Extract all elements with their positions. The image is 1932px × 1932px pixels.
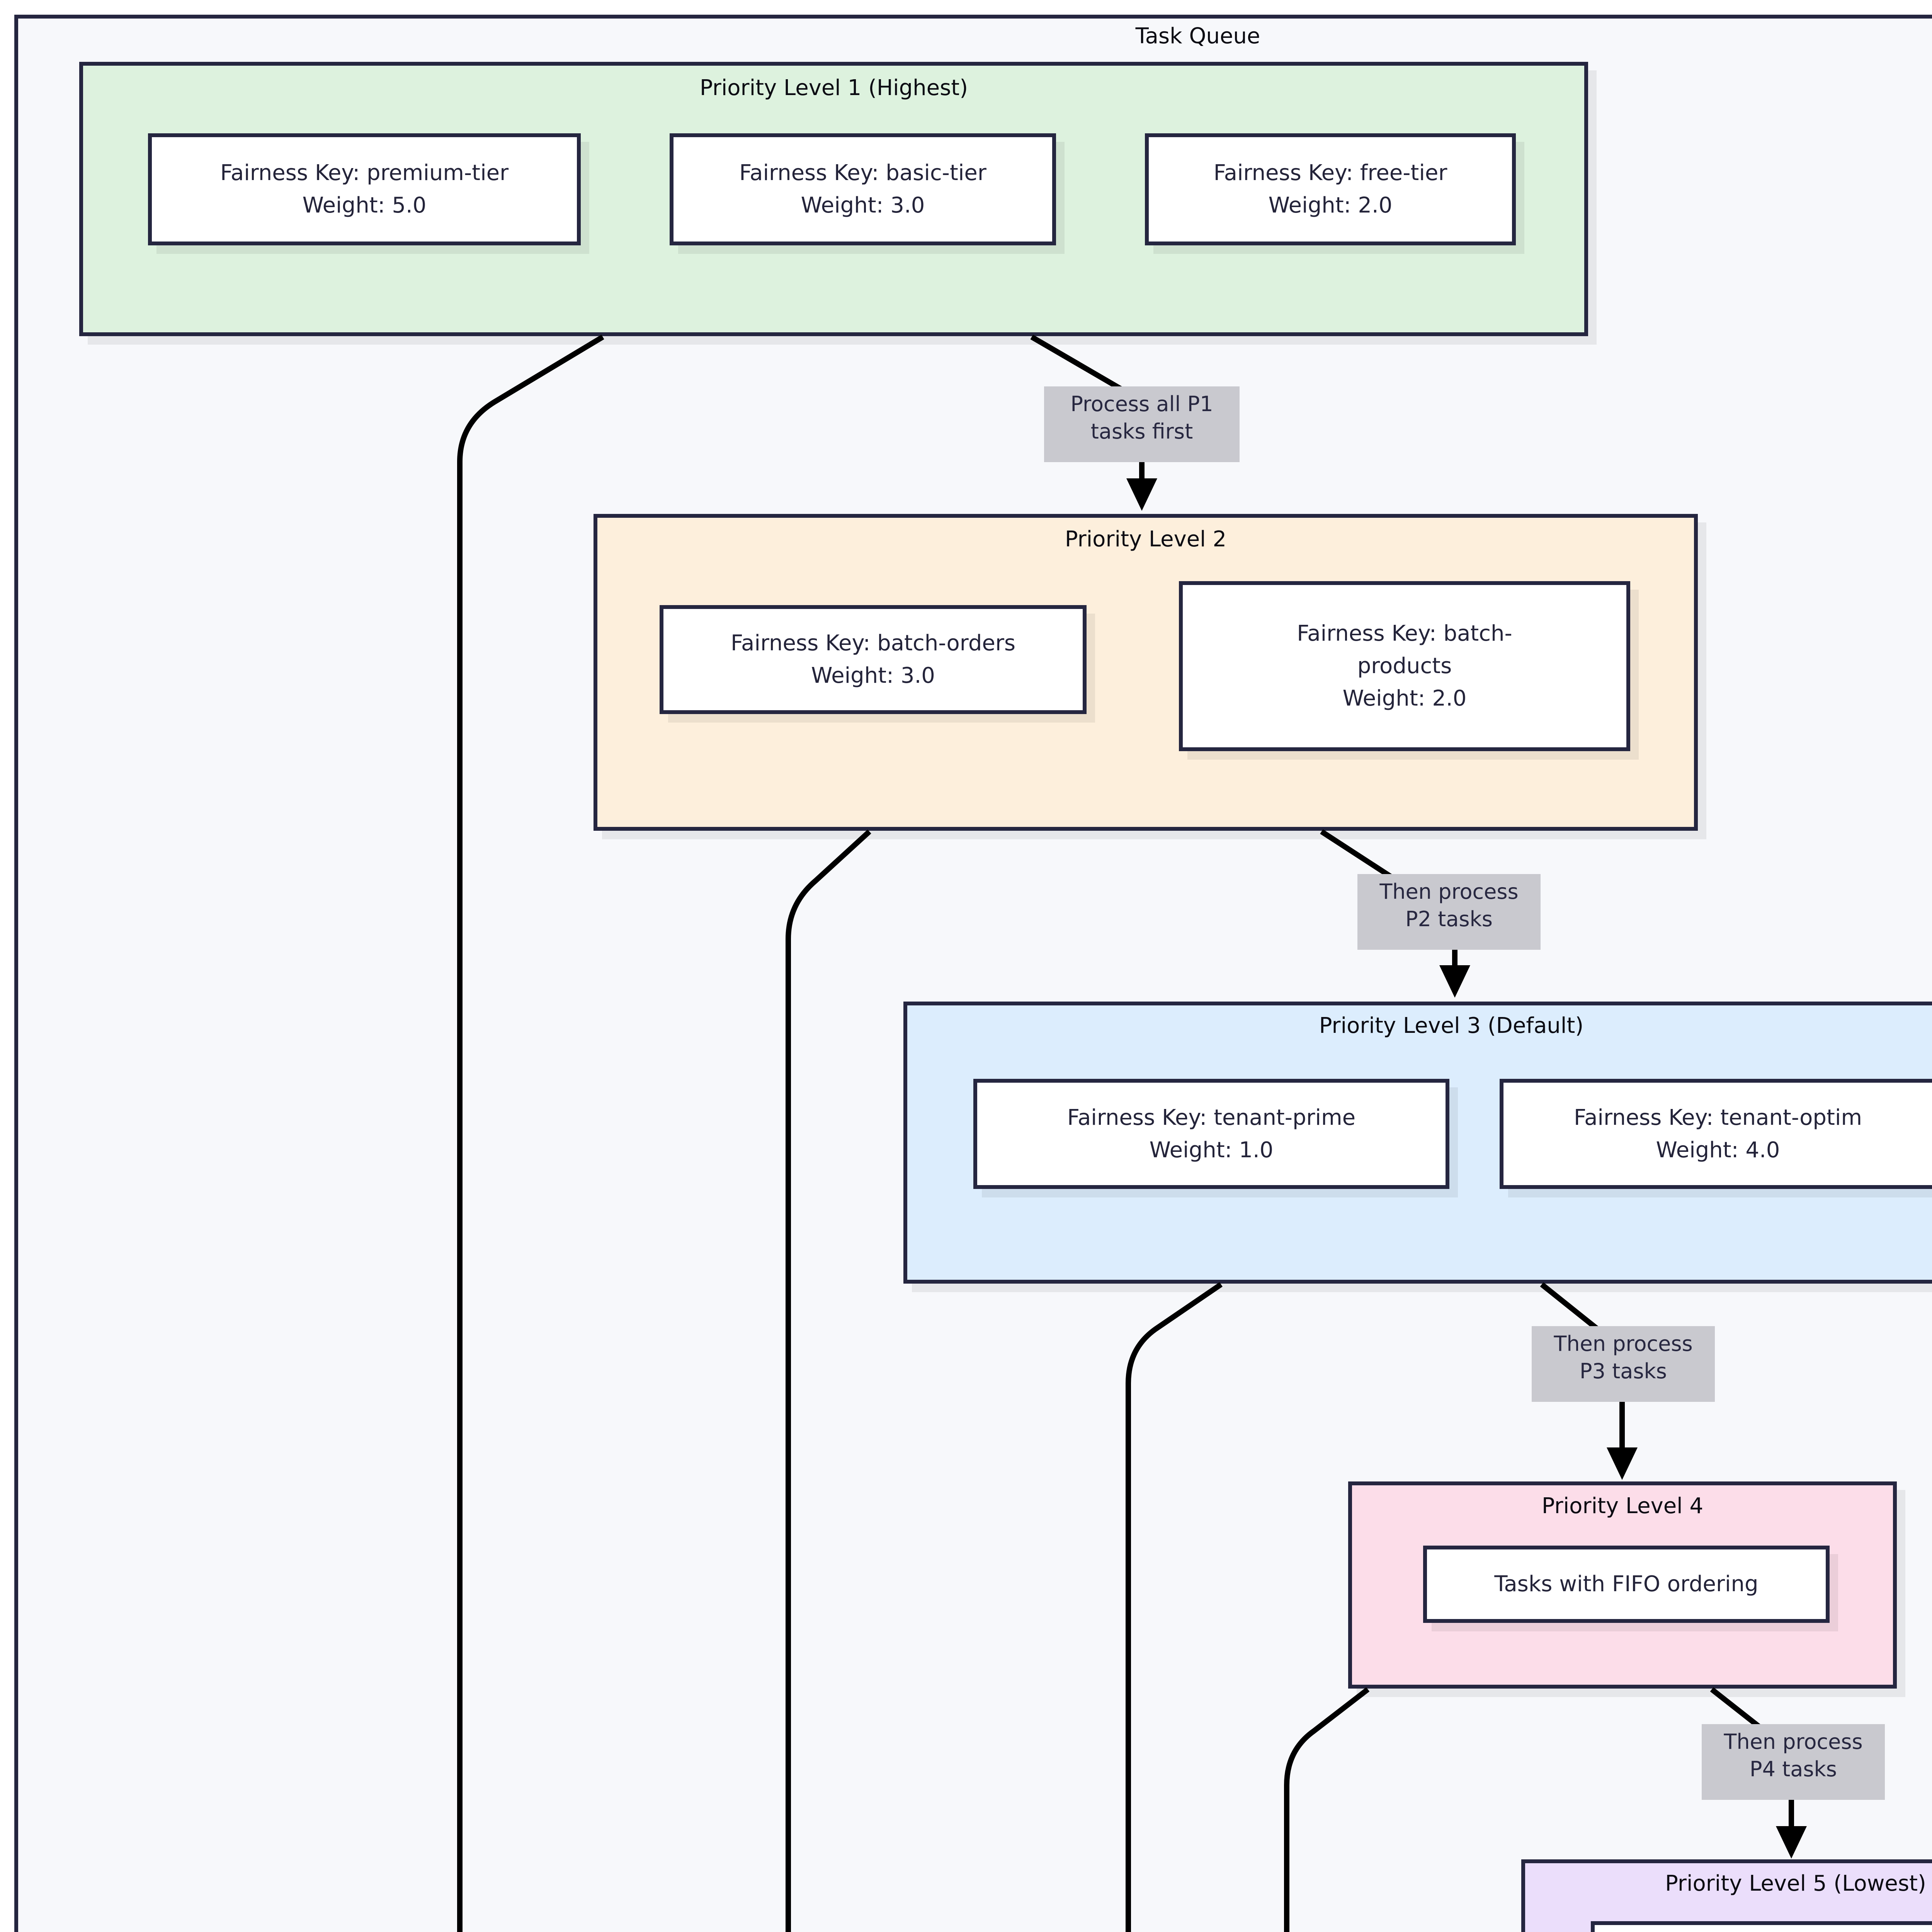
node-key-label: Fairness Key: tenant-prime (1067, 1105, 1356, 1130)
arrow-head-p4-p5 (1776, 1826, 1807, 1859)
edge-label-line-2: P2 tasks (1405, 907, 1493, 932)
node-fairness-key-batch-products: Fairness Key: batch- products Weight: 2.… (1179, 581, 1630, 751)
cluster-priority-level-4-title: Priority Level 4 (1541, 1493, 1704, 1519)
node-fairness-key-tenant-optim: Fairness Key: tenant-optim Weight: 4.0 (1500, 1079, 1932, 1189)
node-weight-label: Weight: 3.0 (811, 663, 935, 688)
node-key-label-cont: products (1357, 653, 1452, 679)
node-fairness-key-batch-orders: Fairness Key: batch-orders Weight: 3.0 (660, 605, 1087, 714)
node-weight-label: Weight: 4.0 (1656, 1137, 1780, 1163)
node-weight-label: Weight: 1.0 (1149, 1137, 1274, 1163)
node-fairness-key-premium-tier: Fairness Key: premium-tier Weight: 5.0 (148, 133, 581, 245)
edge-label-line-1: Then process (1379, 879, 1519, 904)
node-p5-fifo-tasks: Tasks with FIFO ordering (1591, 1921, 1932, 1932)
edge-label-then-process-p2-tasks: Then process P2 tasks (1357, 874, 1541, 950)
edge-label-line-1: Process all P1 (1070, 392, 1213, 416)
edge-p2-to-workers (786, 829, 871, 1932)
node-key-label: Fairness Key: free-tier (1213, 160, 1447, 185)
node-weight-label: Weight: 3.0 (801, 193, 925, 218)
edge-p4-to-workers (1284, 1687, 1370, 1932)
node-p4-fifo-tasks: Tasks with FIFO ordering (1423, 1546, 1830, 1623)
edge-label-then-process-p3-tasks: Then process P3 tasks (1532, 1326, 1715, 1402)
cluster-priority-level-5 (1521, 1859, 1932, 1932)
cluster-priority-level-3-title: Priority Level 3 (Default) (1319, 1013, 1584, 1038)
edge-label-line-2: tasks first (1090, 419, 1193, 444)
edge-label-line-1: Then process (1554, 1332, 1693, 1356)
node-key-label: Tasks with FIFO ordering (1494, 1571, 1759, 1597)
node-weight-label: Weight: 2.0 (1268, 193, 1393, 218)
edge-label-process-all-p1-tasks-first: Process all P1 tasks first (1044, 386, 1240, 462)
node-fairness-key-free-tier: Fairness Key: free-tier Weight: 2.0 (1145, 133, 1516, 245)
arrow-head-p3-p4 (1607, 1447, 1638, 1480)
node-fairness-key-tenant-prime: Fairness Key: tenant-prime Weight: 1.0 (973, 1079, 1449, 1189)
cluster-task-queue-title: Task Queue (1135, 24, 1260, 49)
edge-p1-to-workers (457, 334, 604, 1932)
edge-p3-to-workers (1126, 1282, 1223, 1932)
node-weight-label: Weight: 5.0 (302, 193, 427, 218)
cluster-priority-level-2-title: Priority Level 2 (1065, 527, 1227, 552)
edge-label-line-2: P4 tasks (1750, 1757, 1837, 1782)
node-key-label: Fairness Key: batch- (1297, 621, 1512, 646)
cluster-priority-level-1-title: Priority Level 1 (Highest) (699, 75, 968, 100)
node-fairness-key-basic-tier: Fairness Key: basic-tier Weight: 3.0 (670, 133, 1056, 245)
node-key-label: Fairness Key: premium-tier (220, 160, 509, 185)
cluster-priority-level-5-title: Priority Level 5 (Lowest) (1665, 1871, 1926, 1896)
node-key-label: Fairness Key: basic-tier (739, 160, 986, 185)
node-weight-label: Weight: 2.0 (1342, 686, 1467, 711)
arrow-head-p2-p3 (1439, 965, 1470, 998)
edge-label-then-process-p4-tasks: Then process P4 tasks (1702, 1724, 1885, 1800)
node-key-label: Fairness Key: tenant-optim (1574, 1105, 1862, 1130)
arrow-head-p1-p2 (1126, 478, 1157, 511)
edge-label-line-1: Then process (1724, 1730, 1863, 1754)
node-key-label: Fairness Key: batch-orders (730, 631, 1016, 656)
edge-label-line-2: P3 tasks (1580, 1359, 1667, 1384)
